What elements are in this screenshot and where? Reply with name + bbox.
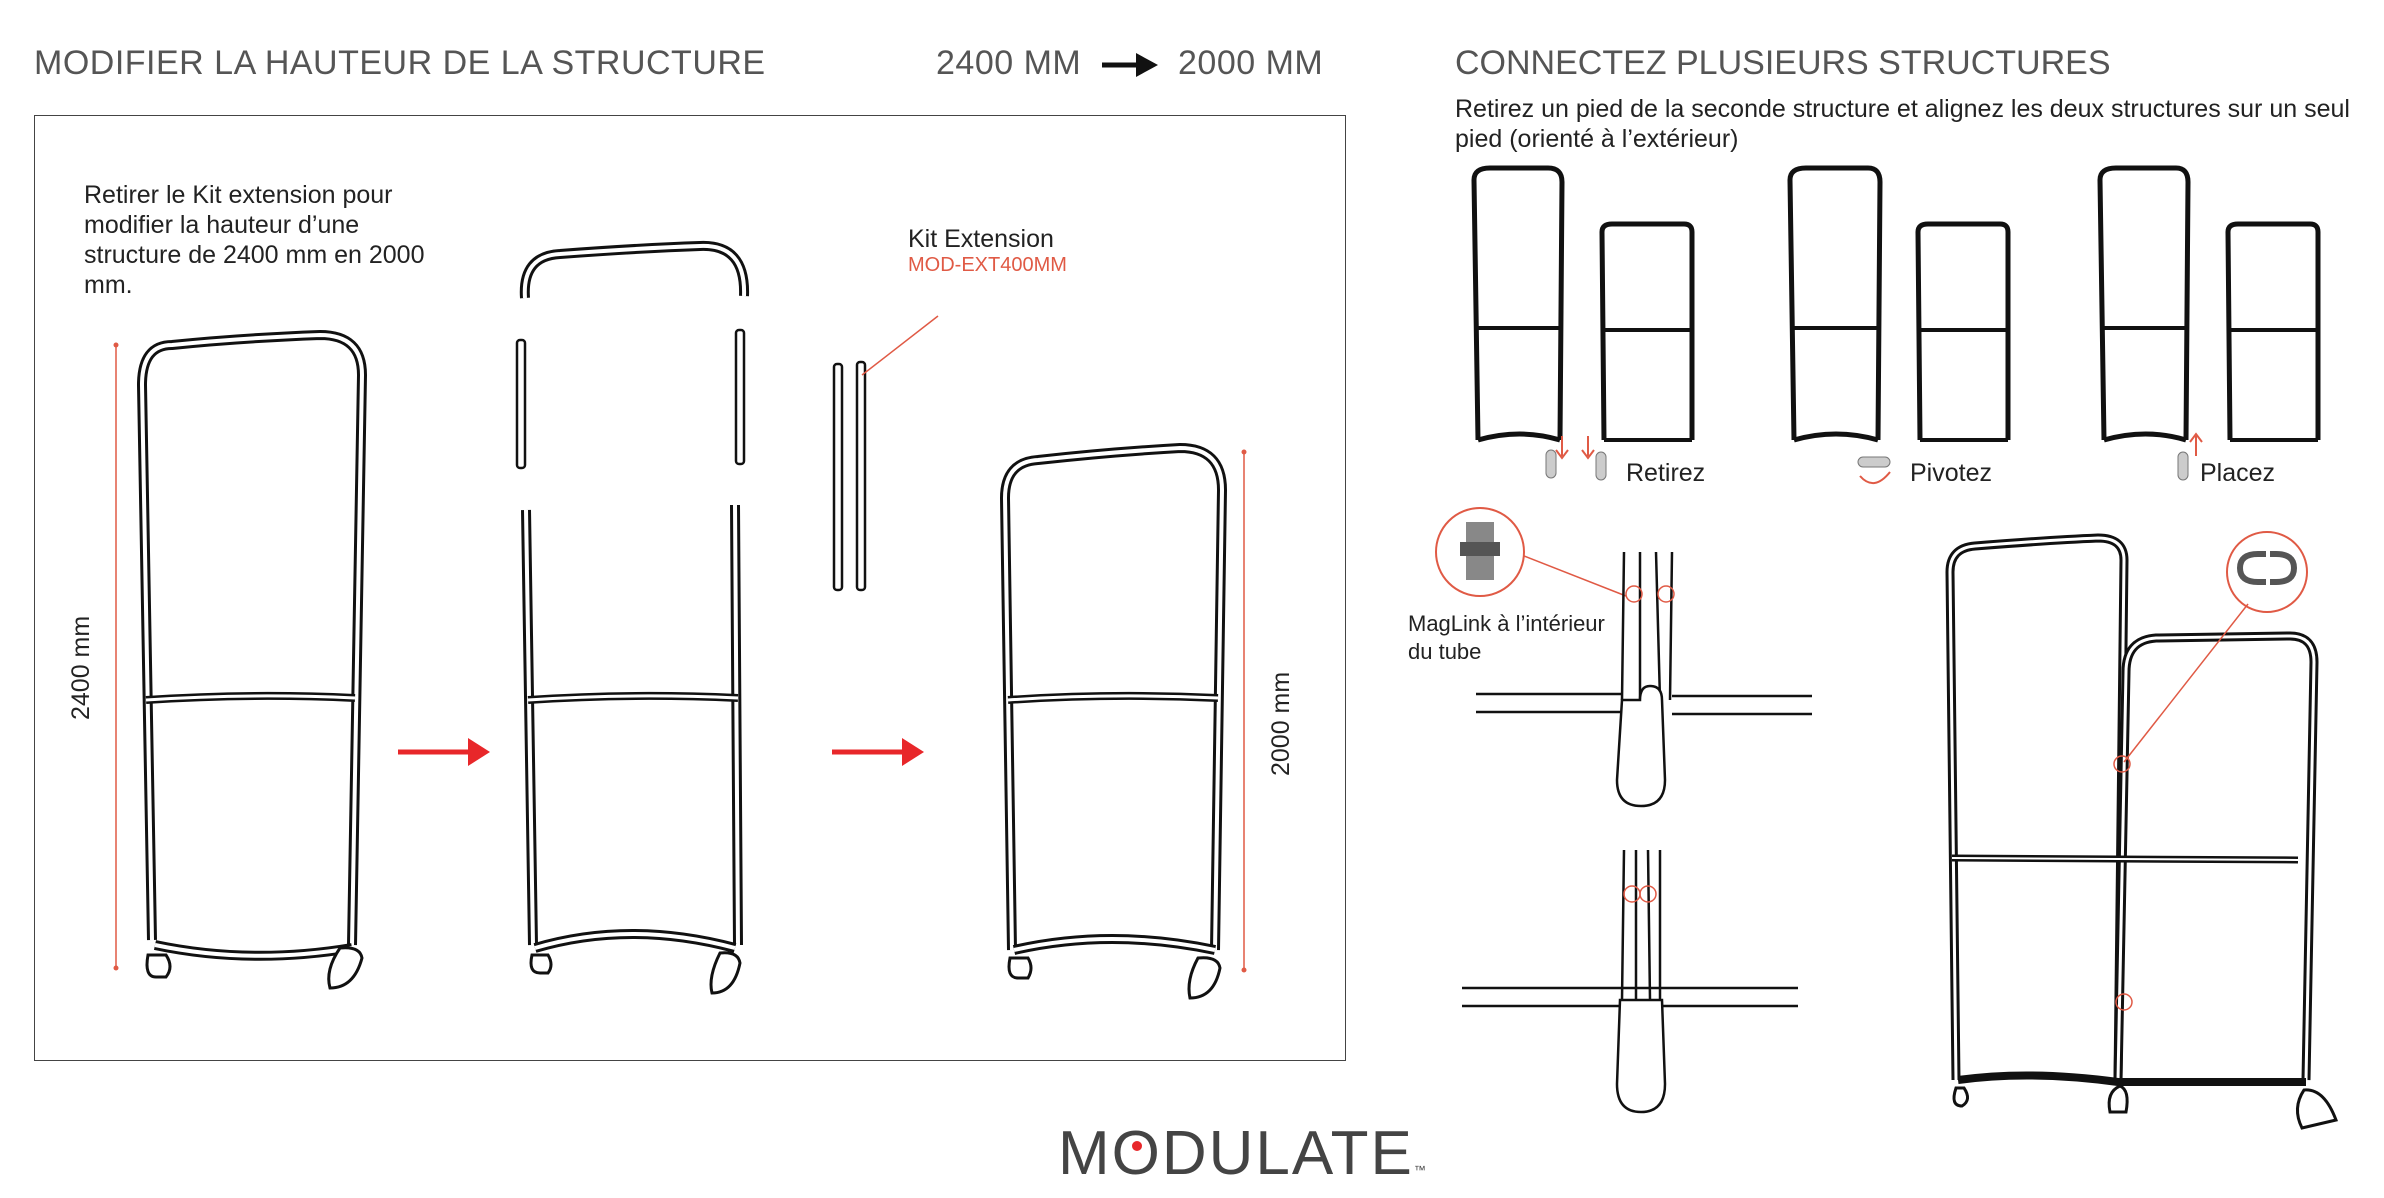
- connect-instruction: Retirez un pied de la seconde structure …: [1455, 95, 2350, 153]
- frame-2000: [999, 442, 1228, 1000]
- frame-exploded: [515, 240, 750, 995]
- maglink-label: MagLink à l’intérieur du tube: [1408, 611, 1605, 664]
- brand-tm: ™: [1413, 1163, 1428, 1177]
- section-title-height: MODIFIER LA HAUTEUR DE LA STRUCTURE: [34, 44, 766, 82]
- join-detail-top: [1476, 551, 1812, 808]
- height-to: 2000 MM: [1178, 44, 1324, 82]
- connected-frames: [1945, 533, 2339, 1130]
- step-rotate-label: Pivotez: [1910, 459, 1992, 487]
- kit-extension-label: Kit Extension: [908, 225, 1054, 253]
- step-remove-frames: [1471, 165, 1695, 443]
- section-title-connect: CONNECTEZ PLUSIEURS STRUCTURES: [1455, 44, 2111, 82]
- join-detail-bottom: [1462, 849, 1798, 1114]
- step-remove-label: Retirez: [1626, 459, 1706, 487]
- step-place-frames: [2097, 165, 2321, 443]
- brand-accent-dot: [1132, 1141, 1142, 1151]
- step-place-label: Placez: [2200, 459, 2276, 487]
- arrow-right-icon: [1100, 50, 1160, 85]
- frame-2400: [136, 329, 368, 990]
- height-from: 2400 MM: [936, 44, 1082, 82]
- brand-name: MODULATE: [1058, 1119, 1414, 1188]
- step-rotate-frames: [1787, 165, 2011, 443]
- brand-logo: MODULATE™: [1058, 1118, 1428, 1189]
- height-instruction: Retirer le Kit extension pour modifier l…: [84, 181, 425, 299]
- height-panel: [34, 115, 1346, 1061]
- kit-extension-code: MOD-EXT400MM: [908, 254, 1067, 276]
